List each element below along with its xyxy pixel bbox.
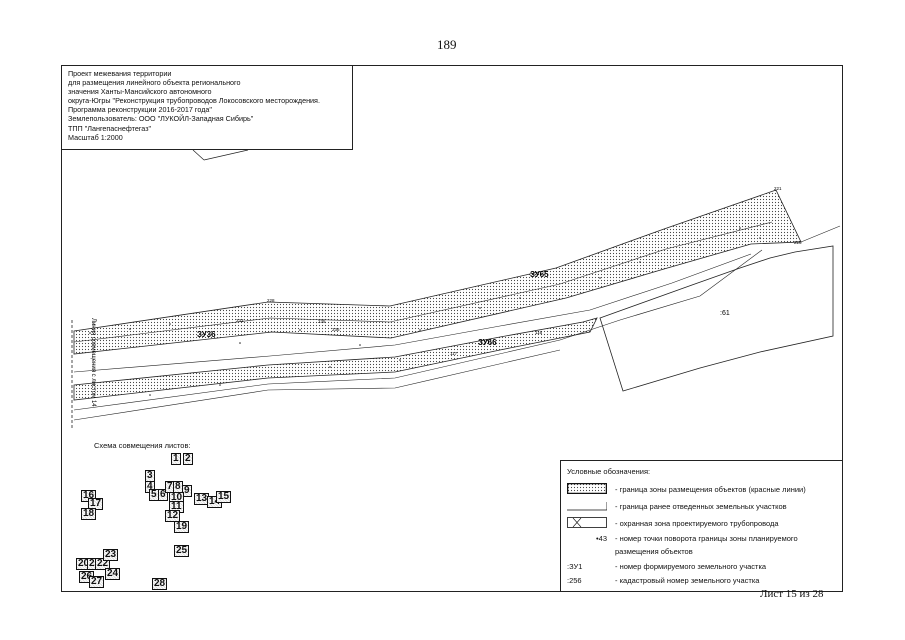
sheet-18: 18 xyxy=(81,508,97,520)
legend-item: :ЗУ1 - номер формируемого земельного уча… xyxy=(567,560,837,574)
title-line: Масштаб 1:2000 xyxy=(68,132,123,142)
legend-item: •43 - номер точки поворота границы зоны … xyxy=(567,532,837,546)
parcel-number-symbol: :ЗУ1 xyxy=(567,562,583,571)
legend-text: размещения объектов xyxy=(615,547,693,556)
cadastral-number-symbol: :256 xyxy=(567,576,582,585)
sheet-28: 28 xyxy=(152,578,168,590)
parcel-label-zu66: ЗУ66 xyxy=(478,338,497,347)
corridor-zone xyxy=(73,189,802,355)
turn-point-symbol: •43 xyxy=(596,534,607,543)
legend-text: - кадастровый номер земельного участка xyxy=(615,576,760,585)
point-label: 235 xyxy=(318,319,326,324)
legend: Условные обозначения: - граница зоны раз… xyxy=(560,460,843,592)
match-line-label: Линия совмещения с листом 14 xyxy=(90,318,96,407)
title-line: для размещения линейного объекта региона… xyxy=(68,78,241,88)
sheet-layout-scheme: Схема совмещения листов: 1 2 3 4 5 6 7 8… xyxy=(61,438,232,592)
title-line: значения Ханты-Мансийского автономного xyxy=(68,87,212,97)
pipeline-line xyxy=(73,249,763,411)
sheet-counter: Лист 15 из 28 xyxy=(760,588,824,600)
pipeline-line xyxy=(73,253,752,373)
legend-item: - граница ранее отведенных земельных уча… xyxy=(567,500,837,514)
legend-text: - граница ранее отведенных земельных уча… xyxy=(615,502,787,511)
allotted-parcel-symbol xyxy=(567,502,607,511)
protection-zone-symbol xyxy=(567,517,607,528)
point-label: 116 xyxy=(535,330,543,335)
page-number: 189 xyxy=(437,37,457,52)
boundary-line xyxy=(203,149,249,161)
legend-item: :256 - кадастровый номер земельного учас… xyxy=(567,574,837,588)
scheme-title: Схема совмещения листов: xyxy=(94,441,191,450)
legend-item: - охранная зона проектируемого трубопров… xyxy=(567,517,837,531)
title-line: округа-Югры "Реконструкция трубопроводов… xyxy=(68,96,320,106)
cadastral-parcel xyxy=(599,245,834,392)
cadastral-label-61: :61 xyxy=(720,310,730,317)
pipeline-line xyxy=(73,221,773,343)
title-line: Проект межевания территории xyxy=(68,69,172,78)
legend-text: - номер точки поворота границы зоны план… xyxy=(615,534,798,543)
boundary-line xyxy=(192,149,205,161)
title-line: ТПП "Лангепаснефтегаз" xyxy=(68,123,152,133)
point-label: 236 xyxy=(332,327,340,332)
sheet-2: 2 xyxy=(183,453,193,465)
sheet-24: 24 xyxy=(105,568,121,580)
point-label: 221 xyxy=(774,186,782,191)
point-label: 226 xyxy=(794,240,802,245)
boundary-line xyxy=(800,225,841,243)
sheet-9: 9 xyxy=(182,485,192,497)
title-line: Программа реконструкции 2016-2017 года" xyxy=(68,105,212,115)
point-label: 228 xyxy=(267,298,275,303)
sheet-12: 12 xyxy=(165,510,181,522)
red-line-symbol xyxy=(567,483,607,494)
legend-item: - граница зоны размещения объектов (крас… xyxy=(567,483,837,497)
corridor-zone xyxy=(73,317,598,401)
turn-points xyxy=(89,227,761,396)
point-label: 233 xyxy=(236,318,244,323)
point-label: 117 xyxy=(450,351,458,356)
sheet-6: 6 xyxy=(158,489,168,501)
parcel-label-zu65: ЗУ65 xyxy=(530,270,549,279)
title-block: Проект межевания территории для размещен… xyxy=(61,65,353,150)
legend-text: - граница зоны размещения объектов (крас… xyxy=(615,485,806,494)
sheet-1: 1 xyxy=(171,453,181,465)
parcel-label-zu36: ЗУ36 xyxy=(197,330,216,339)
sheet-23: 23 xyxy=(103,549,119,561)
legend-text: - охранная зона проектируемого трубопров… xyxy=(615,519,779,528)
legend-item: размещения объектов xyxy=(567,545,837,559)
boundary-line xyxy=(73,349,561,421)
sheet-22: 22 xyxy=(95,558,111,570)
title-line: Землепользователь: ООО "ЛУКОЙЛ-Западная … xyxy=(68,114,254,124)
legend-title: Условные обозначения: xyxy=(567,467,651,476)
sheet-25: 25 xyxy=(174,545,190,557)
sheet-15: 15 xyxy=(216,491,232,503)
sheet-19: 19 xyxy=(174,521,190,533)
map-frame xyxy=(61,65,843,592)
legend-text: - номер формируемого земельного участка xyxy=(615,562,767,571)
sheet-27: 27 xyxy=(89,576,105,588)
